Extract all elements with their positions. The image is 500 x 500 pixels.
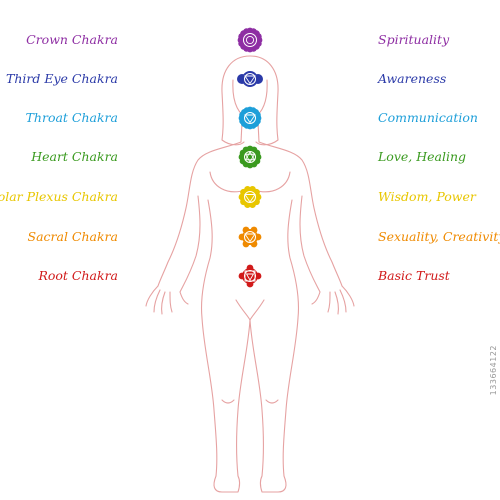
chakra-name-label: Throat Chakra <box>25 110 118 125</box>
chakra-meaning-label: Love, Healing <box>378 149 467 164</box>
chakra-meaning-label: Spirituality <box>378 32 450 47</box>
sacral-chakra-icon <box>238 226 262 248</box>
watermark-number: 133664122 <box>489 345 498 396</box>
chakra-name-label: Heart Chakra <box>31 149 118 164</box>
third-eye-chakra-icon <box>237 71 263 87</box>
solar-plexus-chakra-icon <box>238 185 262 209</box>
root-chakra-icon <box>238 264 262 288</box>
chakra-name-label: Solar Plexus Chakra <box>0 189 118 204</box>
chakra-inner-ring <box>244 270 256 282</box>
chakra-symbol <box>244 194 256 203</box>
chakra-inner-ring <box>244 231 256 243</box>
chakra-symbol <box>244 233 256 243</box>
chakra-meaning-label: Communication <box>378 110 478 125</box>
chakra-name-label: Sacral Chakra <box>27 229 119 244</box>
heart-chakra-icon <box>238 145 262 169</box>
chakra-name-label: Root Chakra <box>38 268 118 283</box>
chakra-inner-ring <box>244 112 256 124</box>
chakra-symbol <box>244 114 256 124</box>
throat-chakra-icon <box>238 106 262 130</box>
chakra-meaning-label: Wisdom, Power <box>378 189 476 204</box>
chakra-meaning-label: Sexuality, Creativity <box>378 229 500 244</box>
chakra-symbol <box>244 151 256 163</box>
chakra-inner-ring <box>244 73 256 85</box>
chakra-name-label: Crown Chakra <box>26 32 118 47</box>
chakra-symbol <box>245 35 255 45</box>
chakra-meaning-label: Basic Trust <box>378 268 450 283</box>
chakra-symbol <box>244 270 256 282</box>
chakra-meaning-label: Awareness <box>378 71 447 86</box>
crown-chakra-icon <box>237 27 263 53</box>
chakra-name-label: Third Eye Chakra <box>6 71 118 86</box>
chakra-symbol <box>244 75 256 85</box>
body-outline-strokes <box>145 55 355 493</box>
chakra-inner-ring <box>243 33 257 47</box>
